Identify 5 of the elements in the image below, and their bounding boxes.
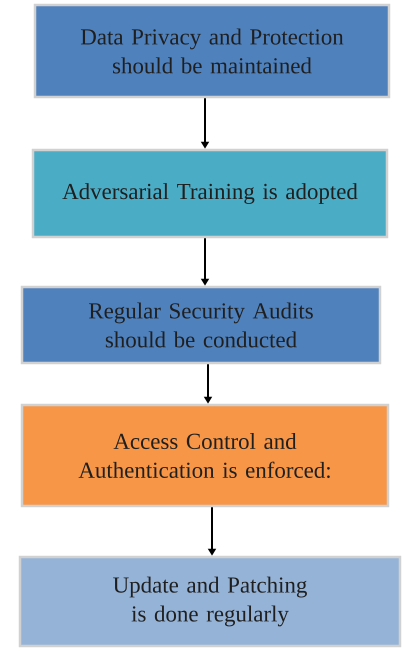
process-box: Adversarial Training is adopted: [32, 148, 388, 238]
process-box: Regular Security Audits should be conducted: [20, 286, 382, 364]
process-box: Access Control and Authentication is enforced:: [20, 404, 390, 508]
process-box: Update and Patching is done regularly: [18, 556, 402, 648]
process-box: Data Privacy and Protection should be maintained: [34, 4, 390, 98]
